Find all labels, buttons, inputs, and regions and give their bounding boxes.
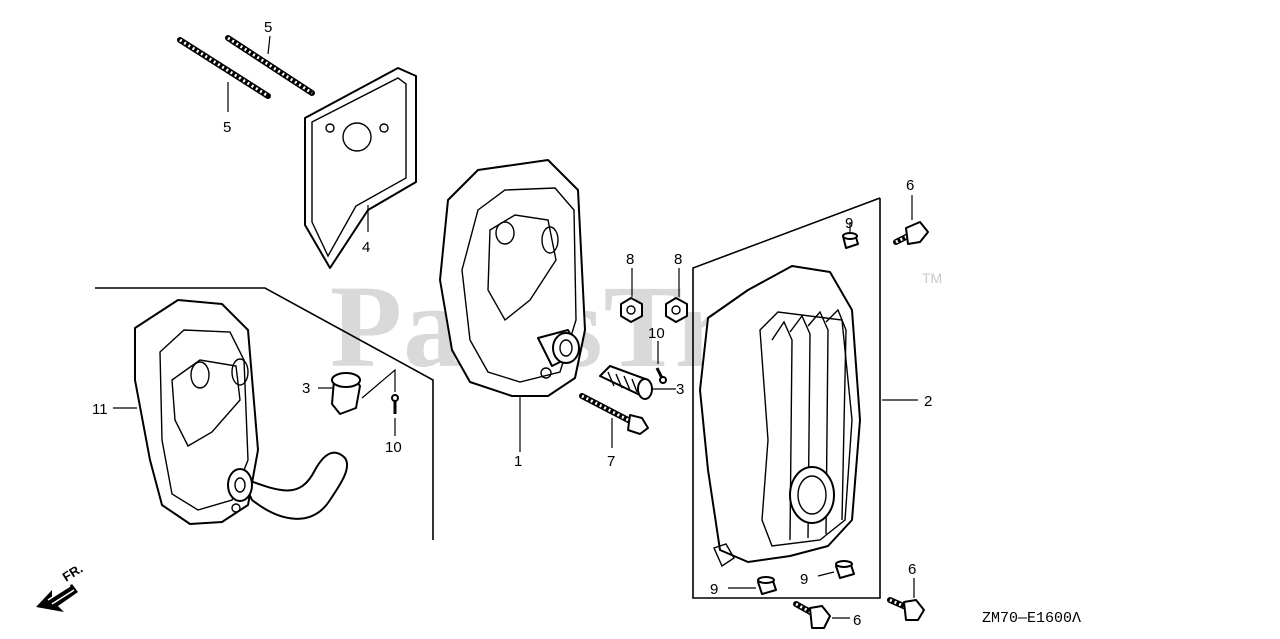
muffler-protector-part-2: [699, 265, 861, 568]
flange-bolt-part-6-bottom-right: [887, 597, 925, 621]
screw-part-10-left: [391, 394, 399, 414]
callout-1: 1: [514, 453, 522, 470]
stud-bolt-part-5: [177, 35, 315, 99]
leader-9-bottom-right: [817, 571, 835, 577]
spark-arrester-part-3-right: [599, 365, 653, 400]
callout-10-left: 10: [385, 439, 402, 456]
callout-2: 2: [924, 393, 932, 410]
muffler-part-11: [134, 299, 349, 525]
callout-6-bottom-left: 6: [853, 612, 861, 629]
muffler-protector-frame: [692, 197, 881, 599]
callout-6-bottom-right: 6: [908, 561, 916, 578]
spark-arrester-part-3-left: [331, 372, 361, 415]
flange-nut-part-8-right: [665, 297, 688, 323]
muffler-plate-part-4: [304, 67, 417, 269]
callout-8-left: 8: [626, 251, 634, 268]
collar-part-9-bottom-right: [835, 560, 855, 579]
screw-part-10-right: [655, 367, 667, 384]
callout-6-top: 6: [906, 177, 914, 194]
watermark-trademark: TM: [922, 270, 942, 286]
flange-bolt-part-6-top: [893, 221, 929, 245]
leader-10-left: [361, 368, 396, 399]
collar-part-9-top: [842, 232, 859, 249]
callout-5-bottom: 5: [223, 119, 231, 136]
callout-3-left: 3: [302, 380, 310, 397]
front-label: FR.: [60, 561, 86, 585]
collar-part-9-bottom-left: [757, 576, 777, 595]
callout-7: 7: [607, 453, 615, 470]
bolt-part-7: [579, 393, 649, 435]
flange-bolt-part-6-bottom-left: [793, 601, 831, 629]
muffler-part-1: [439, 159, 586, 397]
callout-8-right: 8: [674, 251, 682, 268]
flange-nut-part-8-left: [620, 297, 643, 323]
callout-9-bottom-right: 9: [800, 571, 808, 588]
callout-10-right: 10: [648, 325, 665, 342]
front-direction-arrow-icon: [36, 584, 78, 612]
alternate-type-frame: [95, 287, 434, 540]
callout-9-bottom-left: 9: [710, 581, 718, 598]
callout-11: 11: [92, 401, 108, 418]
callout-5-top: 5: [264, 19, 272, 36]
drawing-code: ZM70—E1600Λ: [982, 610, 1081, 627]
callout-4: 4: [362, 239, 370, 256]
leader-5-top: [267, 35, 271, 55]
callout-3-right: 3: [676, 381, 684, 398]
callout-9-top: 9: [845, 215, 853, 232]
